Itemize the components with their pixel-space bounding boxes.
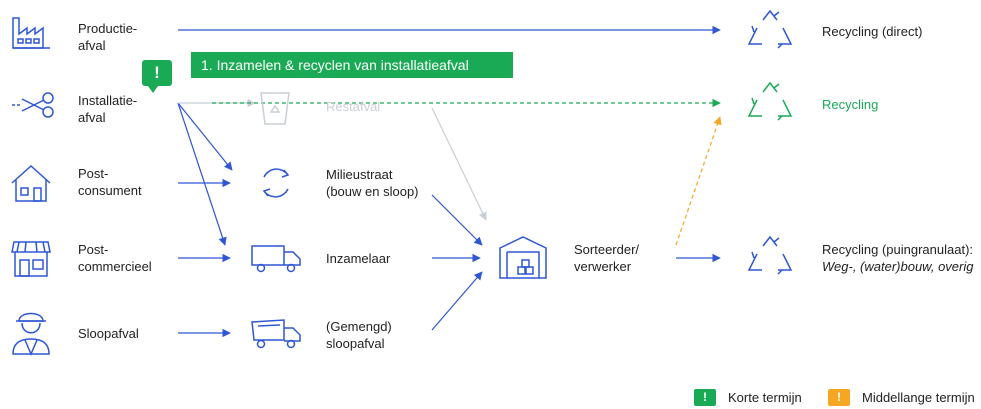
truck-icon bbox=[251, 245, 301, 273]
source-label-sloop: Sloopafval bbox=[78, 326, 139, 341]
factory-icon bbox=[12, 17, 50, 49]
output-label-direct: Recycling (direct) bbox=[822, 24, 923, 39]
arrow-sorteerder-recycling-dashed bbox=[675, 116, 722, 246]
middle-label-gemengd: (Gemengd)sloopafval bbox=[326, 319, 392, 351]
arrow-restafval-sorteerder bbox=[431, 107, 487, 221]
dump-truck-icon bbox=[251, 319, 301, 349]
recycle-icon-puin bbox=[747, 235, 793, 275]
banner-installatieafval: 1. Inzamelen & recyclen van installatiea… bbox=[191, 52, 513, 78]
shop-icon bbox=[11, 241, 51, 277]
arrow-installatie-milieustraat bbox=[177, 102, 233, 171]
worker-icon bbox=[12, 312, 50, 356]
scissors-icon bbox=[12, 92, 54, 118]
middle-label-inzamelaar: Inzamelaar bbox=[326, 251, 391, 266]
arrow-milieustraat-sorteerder bbox=[431, 194, 483, 246]
source-label-installatie: Installatie-afval bbox=[78, 93, 138, 125]
source-label-postconsument: Post-consument bbox=[78, 166, 142, 198]
bin-icon bbox=[260, 92, 290, 125]
arrow-gemengd-sorteerder bbox=[431, 271, 483, 331]
arrow-installatie-inzamelaar bbox=[177, 102, 227, 246]
legend-medium-badge: ! bbox=[828, 389, 850, 406]
output-label-puin: Recycling (puingranulaat):Weg-, (water)b… bbox=[822, 242, 974, 274]
recycle-icon-green bbox=[747, 81, 793, 121]
source-label-postcommercieel: Post-commercieel bbox=[78, 242, 152, 274]
legend-medium-label: Middellange termijn bbox=[862, 390, 975, 405]
cycle-icon bbox=[262, 168, 290, 198]
badge-tail bbox=[148, 86, 158, 93]
recycle-icon-direct bbox=[747, 9, 793, 49]
house-icon bbox=[11, 164, 51, 202]
middle-label-restafval: Restafval bbox=[326, 99, 381, 114]
middle-label-milieustraat: Milieustraat(bouw en sloop) bbox=[326, 167, 419, 199]
short-term-badge: ! bbox=[142, 60, 172, 86]
warehouse-icon bbox=[499, 236, 547, 279]
source-label-productie: Productie-afval bbox=[78, 21, 138, 53]
legend-short-label: Korte termijn bbox=[728, 390, 802, 405]
legend-short-badge: ! bbox=[694, 389, 716, 406]
output-label-recycling: Recycling bbox=[822, 97, 879, 112]
sorter-label: Sorteerder/verwerker bbox=[574, 242, 640, 274]
